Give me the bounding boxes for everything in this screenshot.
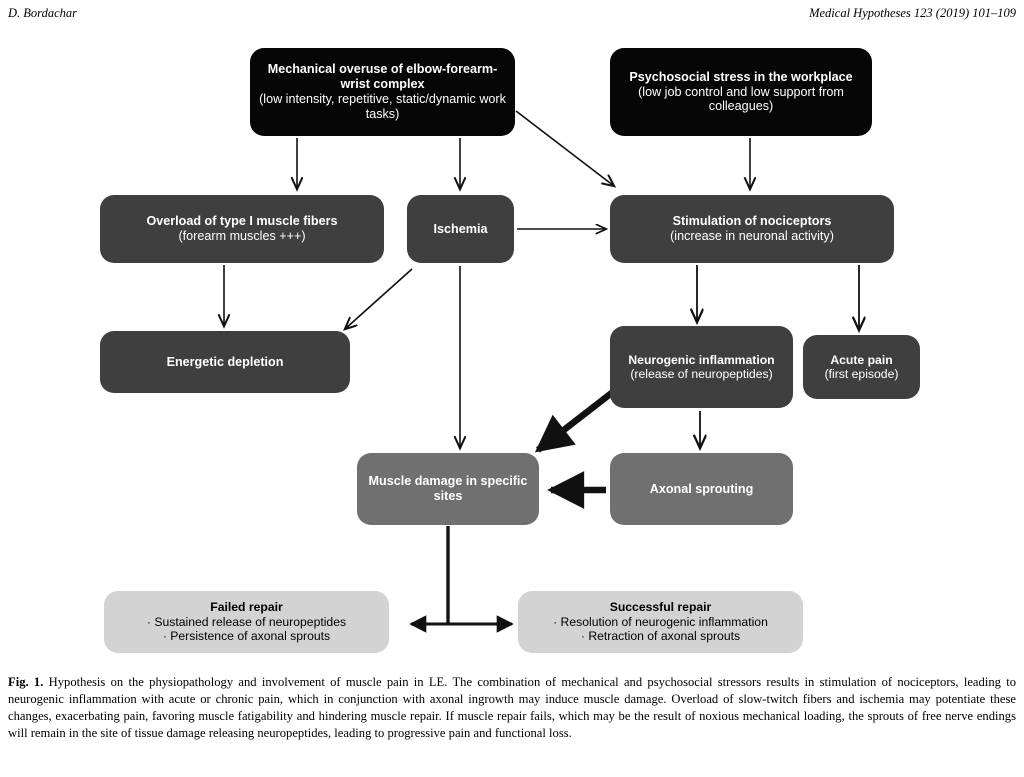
edge-mechanical-to-stimulation [515, 110, 614, 186]
node-stimulation-of-nociceptors[interactable]: Stimulation of nociceptors (increase in … [610, 195, 894, 263]
node-muscle-damage-title: Muscle damage in specific sites [368, 474, 528, 503]
running-head-author: D. Bordachar [8, 6, 77, 20]
node-psychosocial-stress-subtitle: (low job control and low support from co… [638, 84, 844, 114]
node-successful-repair[interactable]: Successful repair · Resolution of neurog… [518, 591, 803, 653]
figure-1-diagram: Mechanical overuse of elbow-forearm-wris… [0, 26, 1024, 666]
node-muscle-damage[interactable]: Muscle damage in specific sites [357, 453, 539, 525]
node-axonal-sprouting[interactable]: Axonal sprouting [610, 453, 793, 525]
node-energetic-depletion[interactable]: Energetic depletion [100, 331, 350, 393]
figure-caption-text: Hypothesis on the physiopathology and in… [8, 675, 1016, 740]
node-neurogenic-inflammation[interactable]: Neurogenic inflammation (release of neur… [610, 326, 793, 408]
edge-ischemia-to-energetic [345, 268, 413, 329]
node-stimulation-of-nociceptors-subtitle: (increase in neuronal activity) [670, 229, 834, 243]
node-psychosocial-stress-title: Psychosocial stress in the workplace [629, 69, 853, 84]
node-overload-type-i-fibers-subtitle: (forearm muscles +++) [178, 229, 306, 243]
node-acute-pain-subtitle: (first episode) [824, 367, 899, 381]
figure-caption: Fig. 1. Hypothesis on the physiopatholog… [8, 674, 1016, 742]
node-energetic-depletion-title: Energetic depletion [166, 354, 284, 369]
node-overload-type-i-fibers[interactable]: Overload of type I muscle fibers (forear… [100, 195, 384, 263]
figure-caption-label: Fig. 1. [8, 675, 44, 689]
figure-arrow-layer [0, 110, 1024, 633]
node-ischemia[interactable]: Ischemia [407, 195, 514, 263]
node-neurogenic-inflammation-title: Neurogenic inflammation [628, 352, 775, 367]
node-neurogenic-inflammation-subtitle: (release of neuropeptides) [630, 367, 773, 381]
running-head: D. Bordachar Medical Hypotheses 123 (201… [0, 0, 1024, 30]
node-mechanical-overuse-title: Mechanical overuse of elbow-forearm-wris… [267, 62, 498, 92]
node-acute-pain[interactable]: Acute pain (first episode) [803, 335, 920, 399]
node-stimulation-of-nociceptors-title: Stimulation of nociceptors [672, 214, 832, 229]
node-overload-type-i-fibers-title: Overload of type I muscle fibers [146, 214, 338, 229]
node-failed-repair-title: Failed repair [210, 600, 283, 615]
running-head-journal: Medical Hypotheses 123 (2019) 101–109 [809, 6, 1016, 20]
node-ischemia-title: Ischemia [433, 221, 488, 236]
node-failed-repair[interactable]: Failed repair · Sustained release of neu… [104, 591, 389, 653]
node-failed-repair-line-1: · Sustained release of neuropeptides [146, 614, 347, 629]
node-psychosocial-stress[interactable]: Psychosocial stress in the workplace (lo… [610, 48, 872, 136]
node-failed-repair-line-2: · Persistence of axonal sprouts [162, 629, 331, 644]
node-mechanical-overuse-subtitle: (low intensity, repetitive, static/dynam… [259, 92, 506, 121]
node-successful-repair-line-1: · Resolution of neurogenic inflammation [553, 614, 768, 629]
node-successful-repair-title: Successful repair [609, 600, 712, 615]
node-axonal-sprouting-title: Axonal sprouting [649, 481, 754, 496]
node-acute-pain-title: Acute pain [830, 352, 893, 367]
node-successful-repair-line-2: · Retraction of axonal sprouts [580, 629, 741, 644]
node-mechanical-overuse[interactable]: Mechanical overuse of elbow-forearm-wris… [250, 48, 515, 136]
